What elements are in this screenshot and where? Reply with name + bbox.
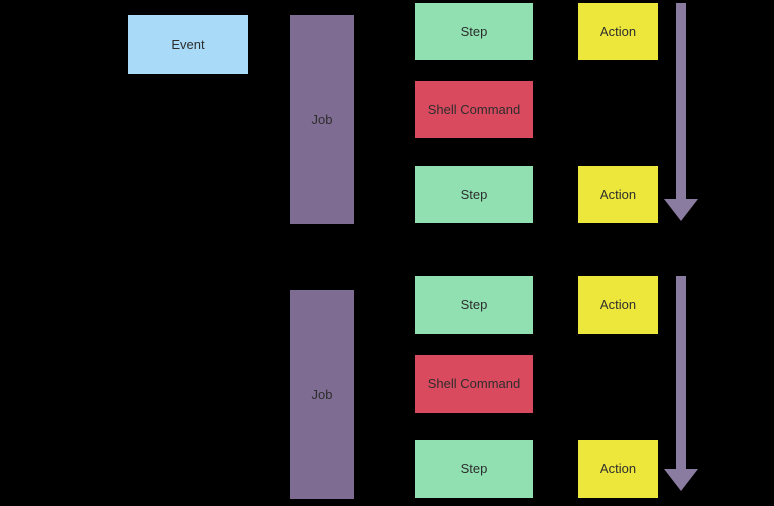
job-box: Job (290, 15, 354, 224)
step-box: Step (415, 276, 533, 334)
event-box: Event (128, 15, 248, 74)
event-label: Event (171, 36, 205, 52)
action-box: Action (578, 3, 658, 60)
action-box: Action (578, 440, 658, 498)
step-label: Step (460, 23, 488, 39)
step-label: Step (460, 461, 488, 477)
step-box: Step (415, 3, 533, 60)
job-label: Job (311, 111, 333, 127)
action-label: Action (599, 461, 637, 477)
down-arrow-icon (664, 276, 698, 491)
shell-command-label: Shell Command (427, 101, 521, 117)
arrow-shaft (676, 276, 686, 469)
action-label: Action (599, 23, 637, 39)
arrow-shaft (676, 3, 686, 199)
arrow-head (664, 199, 698, 221)
action-label: Action (599, 186, 637, 202)
action-box: Action (578, 166, 658, 223)
job-box: Job (290, 290, 354, 499)
shell-command-box: Shell Command (415, 81, 533, 138)
arrow-head (664, 469, 698, 491)
action-label: Action (599, 297, 637, 313)
down-arrow-icon (664, 3, 698, 221)
step-box: Step (415, 166, 533, 223)
shell-command-label: Shell Command (427, 376, 521, 392)
step-label: Step (460, 297, 488, 313)
step-box: Step (415, 440, 533, 498)
step-label: Step (460, 186, 488, 202)
job-label: Job (311, 386, 333, 402)
action-box: Action (578, 276, 658, 334)
shell-command-box: Shell Command (415, 355, 533, 413)
